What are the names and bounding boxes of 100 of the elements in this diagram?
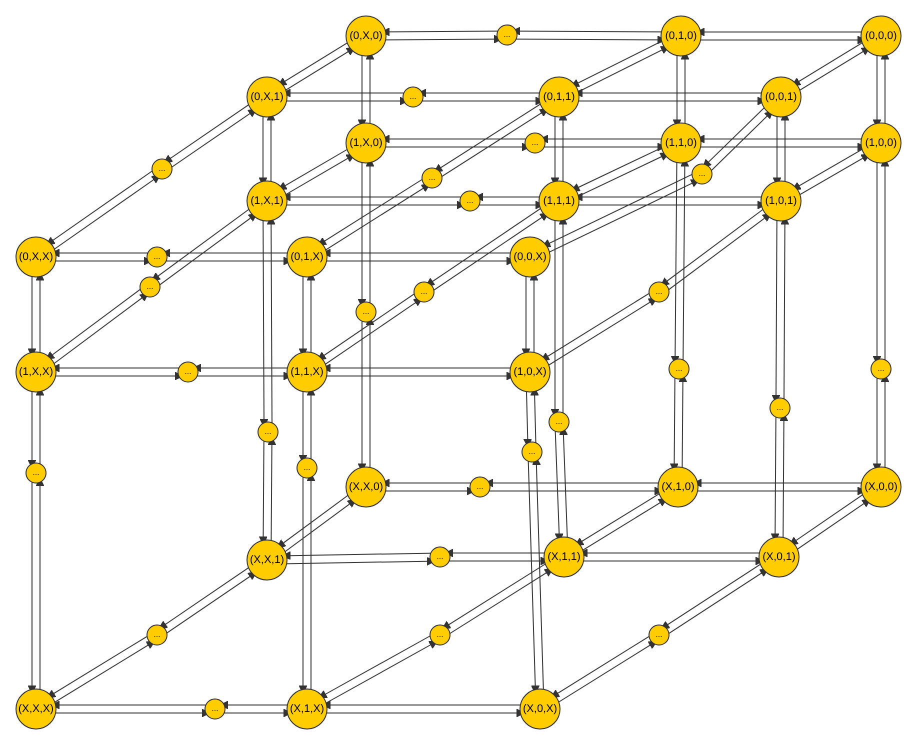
node-circle: ... <box>648 624 670 646</box>
node-circle: (X,X,0) <box>346 466 386 508</box>
node-circle: ... <box>140 276 160 298</box>
arrow <box>792 42 863 86</box>
node-circle: (1,1,1) <box>538 180 580 222</box>
node-circle: (X,X,1) <box>246 540 288 580</box>
node-circle: (1,X,X) <box>16 352 56 392</box>
arrow <box>164 104 250 164</box>
arrow <box>284 499 356 552</box>
arrow <box>710 110 774 171</box>
node-circle: ... <box>460 190 480 212</box>
arrow <box>792 148 862 190</box>
node-circle: (X,0,X) <box>520 688 560 730</box>
arrow <box>789 494 864 546</box>
node-circle: ... <box>870 358 892 380</box>
node-circle: ... <box>496 24 518 46</box>
arrow <box>799 47 870 91</box>
arrow <box>702 107 765 168</box>
node-circle: ... <box>524 132 546 154</box>
arrow <box>668 568 768 634</box>
node-circle: (1,1,0) <box>660 122 702 164</box>
arrow <box>550 636 650 698</box>
node-circle: (0,X,1) <box>246 76 288 118</box>
arrow <box>324 298 422 365</box>
node-circle: ... <box>692 164 712 184</box>
arrow <box>158 567 250 630</box>
arrow <box>449 568 554 634</box>
node-circle: (1,1,X) <box>286 352 328 392</box>
node-circle: ... <box>26 462 46 484</box>
node-circle: (X,1,0) <box>658 466 698 508</box>
node-circle: ... <box>414 282 434 302</box>
node-circle: ... <box>430 624 450 646</box>
arrow <box>582 498 668 551</box>
arrow <box>800 154 870 196</box>
node-circle: ... <box>146 246 168 268</box>
arrow <box>54 292 149 364</box>
node-circle: ... <box>668 358 690 380</box>
arrow <box>278 149 348 190</box>
arrow <box>426 208 541 286</box>
node-circle: ... <box>152 158 172 180</box>
node-circle: ... <box>470 476 490 498</box>
arrow <box>318 636 430 698</box>
node-circle: (1,0,X) <box>510 352 550 392</box>
arrow <box>441 108 548 177</box>
arrow <box>276 494 348 548</box>
node-circle: (X,1,1) <box>544 536 584 578</box>
arrow <box>442 564 546 630</box>
node-circle: ... <box>356 302 376 322</box>
node-circle: ... <box>770 398 790 418</box>
arrow <box>317 293 415 360</box>
node-circle: (0,0,0) <box>860 16 902 56</box>
arrow <box>548 179 700 253</box>
arrow <box>434 104 541 172</box>
node-circle: (X,0,0) <box>860 466 902 508</box>
node-circle: (X,1,X) <box>286 688 328 730</box>
node-circle: (0,1,X) <box>286 236 328 278</box>
node-circle: ... <box>146 624 168 646</box>
arrow <box>46 170 153 246</box>
arrow <box>278 42 348 86</box>
arrow <box>151 208 250 282</box>
arrow <box>796 498 871 550</box>
node-circle: ... <box>430 546 450 568</box>
node-circle: (1,X,1) <box>246 180 288 222</box>
arrow <box>558 640 658 702</box>
node-circle: (1,X,0) <box>346 122 386 164</box>
arrow <box>325 184 430 250</box>
node-circle: ... <box>258 422 278 442</box>
arrow <box>285 47 356 91</box>
arrow <box>433 212 549 291</box>
arrow <box>318 179 423 246</box>
node-circle: (0,0,1) <box>760 76 802 118</box>
node-circle: ... <box>422 168 442 188</box>
arrow <box>660 209 764 286</box>
node-circle: ... <box>402 86 424 108</box>
node-circle: ... <box>178 362 198 382</box>
node-circle: (0,X,0) <box>346 16 386 56</box>
arrow <box>46 288 141 360</box>
arrow <box>540 292 650 361</box>
arrow <box>660 564 761 630</box>
node-circle: (X,0,1) <box>758 536 800 578</box>
arrow <box>548 298 658 366</box>
node-circle: ... <box>548 412 570 432</box>
node-circle: (X,X,X) <box>16 688 56 730</box>
arrow <box>285 154 355 195</box>
node-circle: ... <box>296 458 318 478</box>
arrow <box>54 640 156 703</box>
node-circle: (1,0,0) <box>860 122 902 164</box>
arrow <box>326 640 438 704</box>
node-circle: (0,X,X) <box>16 236 56 278</box>
arrow <box>574 493 660 546</box>
arrow <box>159 213 258 286</box>
node-circle: (0,0,X) <box>510 236 550 278</box>
arrow <box>54 174 160 250</box>
arrow <box>668 213 772 290</box>
node-circle: ... <box>204 698 226 720</box>
node-circle: (0,1,0) <box>660 16 702 56</box>
node-circle: ... <box>522 442 542 462</box>
node-circle: (0,1,1) <box>538 76 580 118</box>
node-circle: (1,0,1) <box>760 180 802 222</box>
arrow <box>46 636 148 698</box>
